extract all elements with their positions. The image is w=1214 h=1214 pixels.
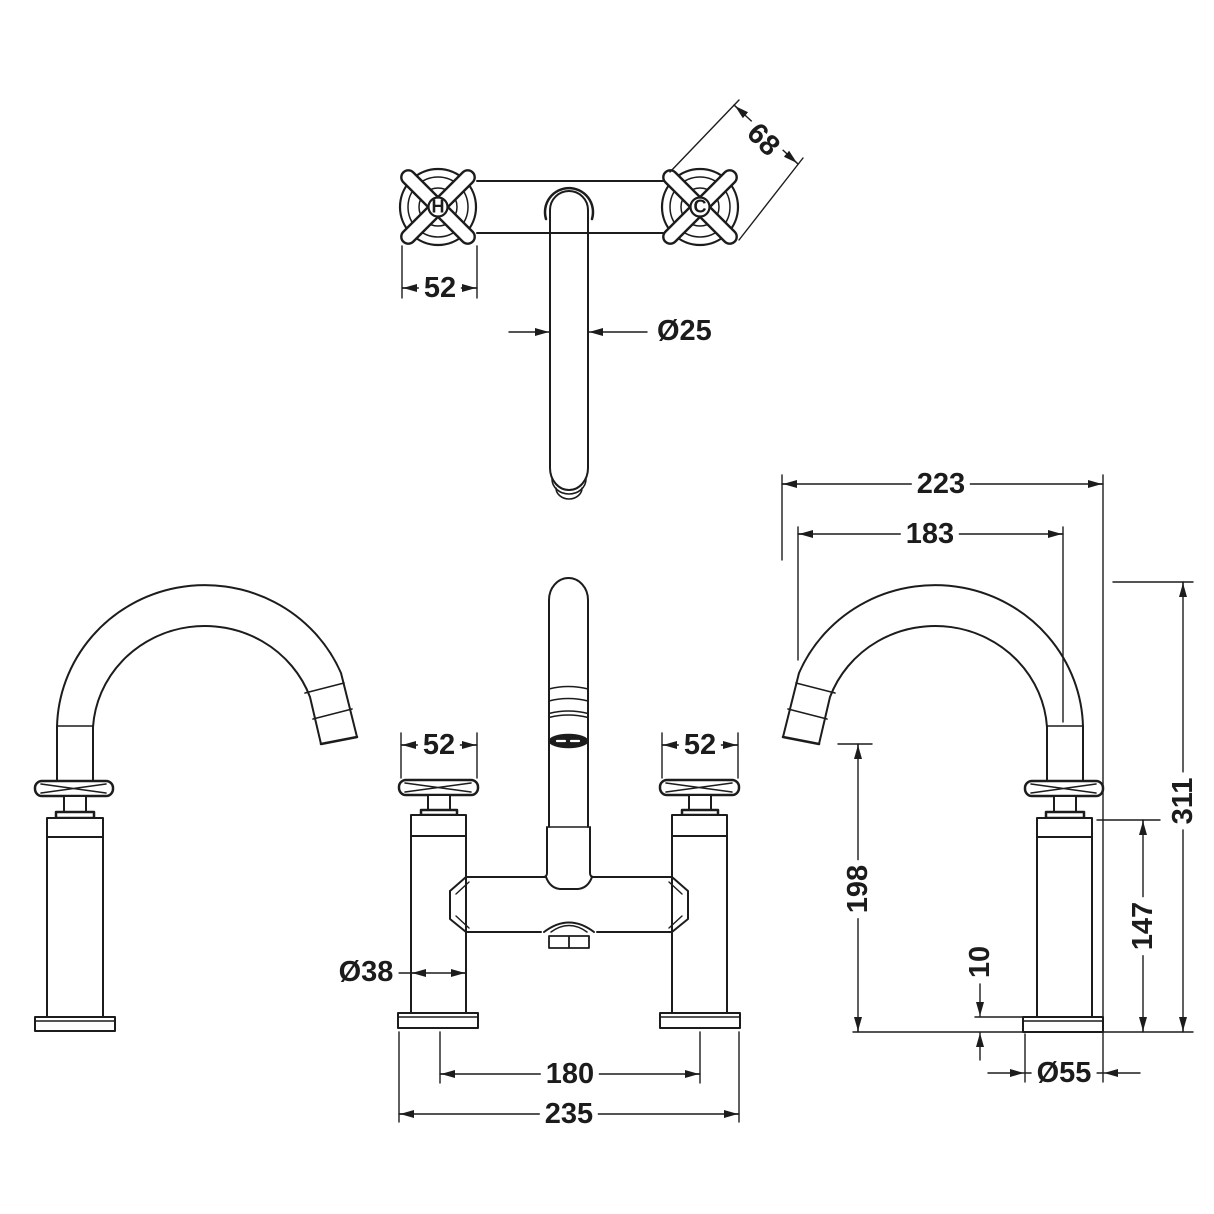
top-view <box>397 166 741 500</box>
front-spout-column <box>542 577 595 890</box>
left-view-spout <box>56 584 359 782</box>
dim-label-right-handle-width: 52 <box>678 729 722 760</box>
side-view-left <box>33 584 359 1032</box>
right-view-base <box>1022 1016 1104 1033</box>
right-leg-base <box>659 1012 741 1029</box>
dim-183-lines <box>797 526 1064 723</box>
left-leg-body <box>410 814 467 1014</box>
front-diverter-outlet <box>543 921 595 949</box>
left-view-body <box>46 817 104 1018</box>
hot-indicator-label: H <box>431 196 445 217</box>
front-bridge-body <box>449 876 689 933</box>
dim-label-overall-width: 235 <box>539 1098 599 1129</box>
dim-label-overall-height: 311 <box>1167 772 1199 830</box>
left-leg-base <box>397 1012 479 1029</box>
dim-label-hole-centres: 180 <box>540 1058 600 1089</box>
cold-indicator-label: C <box>693 196 707 217</box>
front-right-leg <box>658 778 741 1029</box>
front-view <box>397 577 741 1029</box>
side-view-right <box>781 584 1194 1033</box>
dim-front-52-right-lines <box>661 732 739 779</box>
dim-label-body-height: 147 <box>1127 896 1159 956</box>
right-view-spout <box>781 584 1084 782</box>
dim-10-lines <box>974 983 1026 1061</box>
dim-label-spout-tube-diameter: Ø25 <box>652 315 717 346</box>
dim-label-spout-reach: 183 <box>900 518 960 549</box>
front-left-leg <box>397 778 480 1029</box>
dim-label-top-handle-width: 52 <box>418 272 462 303</box>
dim-label-left-handle-width: 52 <box>417 729 461 760</box>
dim-label-base-diameter: Ø55 <box>1031 1057 1097 1088</box>
dim-label-leg-diameter: Ø38 <box>333 956 399 987</box>
dim-label-spout-height: 198 <box>842 859 874 919</box>
spout-outlet-face <box>548 733 589 749</box>
dim-label-overall-depth: 223 <box>911 468 971 499</box>
right-view-body <box>1036 817 1093 1018</box>
dim-label-base-height: 10 <box>964 940 996 984</box>
top-view-spout <box>543 186 595 500</box>
top-view-body-bar <box>476 180 664 234</box>
right-leg-body <box>671 814 728 1014</box>
left-view-base <box>34 1016 116 1032</box>
